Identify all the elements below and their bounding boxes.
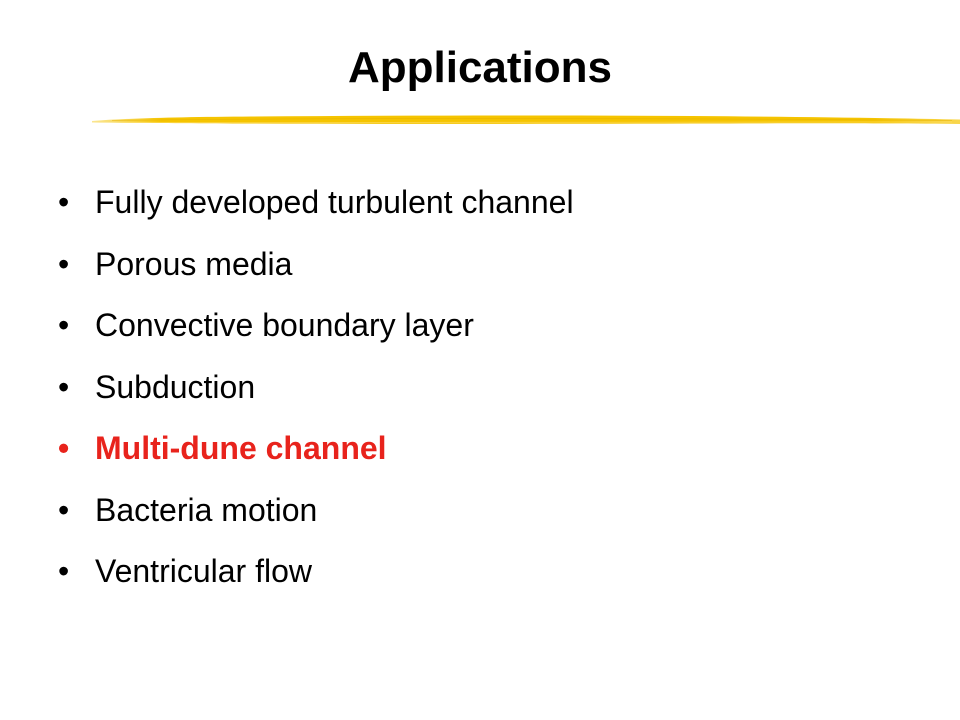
bullet-item: • Porous media bbox=[58, 234, 574, 296]
bullet-dot: • bbox=[58, 184, 70, 220]
bullet-dot: • bbox=[58, 430, 70, 466]
bullet-dot: • bbox=[58, 307, 70, 343]
bullet-list: • Fully developed turbulent channel • Poro… bbox=[58, 172, 574, 603]
bullet-text: Fully developed turbulent channel bbox=[95, 184, 574, 220]
bullet-item: • Fully developed turbulent channel bbox=[58, 172, 574, 234]
bullet-text: Ventricular flow bbox=[95, 553, 312, 589]
bullet-text: Multi-dune channel bbox=[95, 430, 387, 466]
bullet-dot: • bbox=[58, 553, 70, 589]
title-underline-brushstroke bbox=[92, 115, 960, 124]
bullet-item: • Bacteria motion bbox=[58, 480, 574, 542]
bullet-text: Subduction bbox=[95, 368, 256, 405]
bullet-item-highlighted: • Multi-dune channel bbox=[58, 418, 574, 480]
bullet-text: Convective boundary layer bbox=[95, 307, 474, 343]
slide-title: Applications bbox=[347, 43, 613, 92]
bullet-item: • Convective boundary layer bbox=[58, 295, 574, 357]
bullet-dot: • bbox=[58, 491, 70, 528]
bullet-dot: • bbox=[58, 368, 70, 405]
brushstroke-texture bbox=[111, 118, 953, 121]
bullet-dot: • bbox=[58, 245, 70, 282]
bullet-item: • Subduction bbox=[58, 357, 574, 419]
bullet-item: • Ventricular flow bbox=[58, 541, 574, 603]
bullet-text: Bacteria motion bbox=[95, 491, 318, 528]
bullet-text: Porous media bbox=[95, 245, 293, 282]
